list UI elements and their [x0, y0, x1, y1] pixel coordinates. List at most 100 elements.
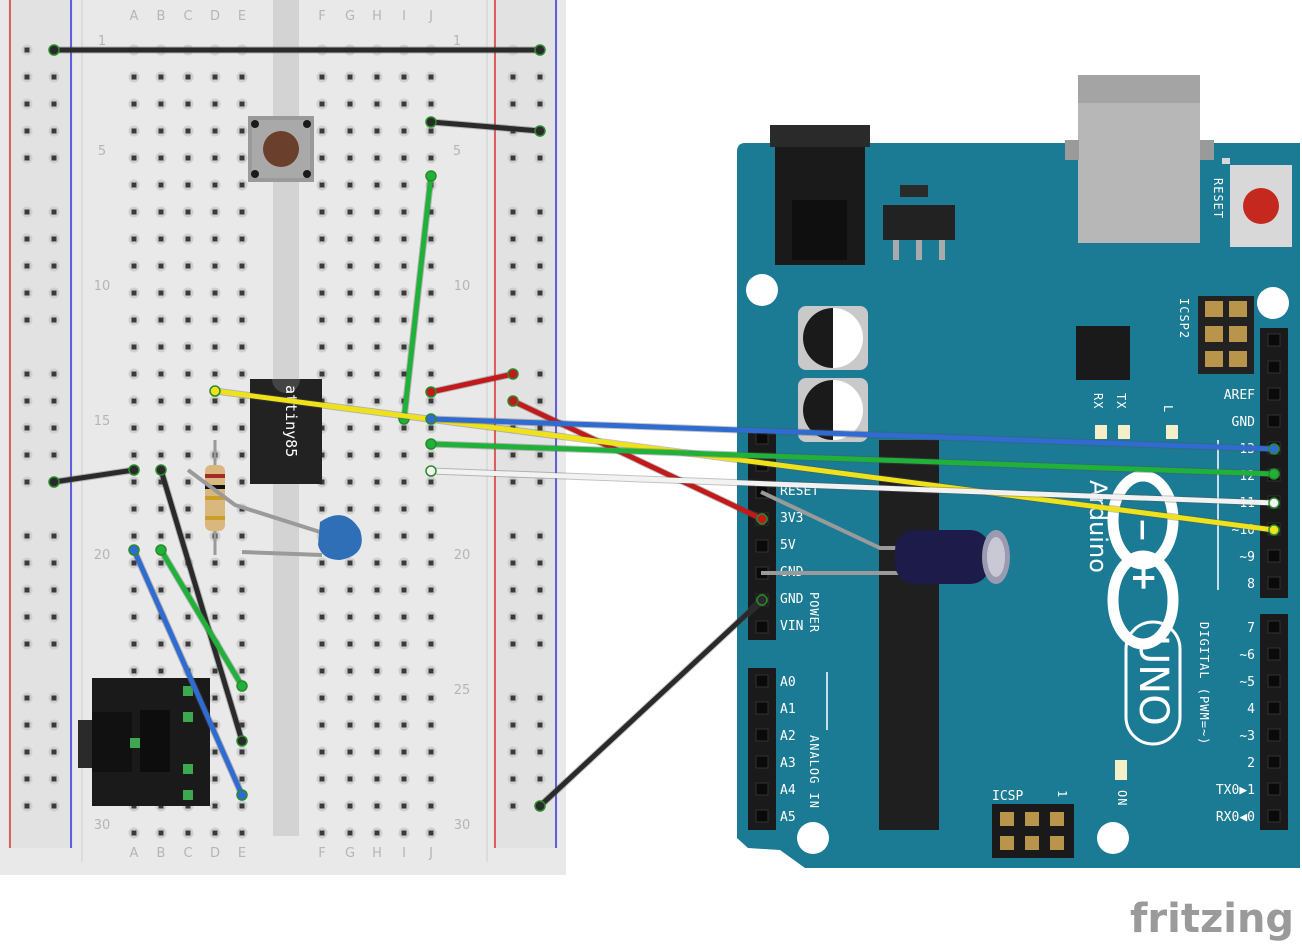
bb-hole-socket: [212, 830, 218, 836]
bb-hole-socket: [158, 182, 164, 188]
bb-hole-socket: [374, 290, 380, 296]
column-labels-bottom: A B C D E F G H I J: [130, 846, 433, 861]
bb-hole-socket: [212, 74, 218, 80]
bb-hole-socket: [347, 641, 353, 647]
wire-end: [534, 800, 546, 812]
wire-end: [534, 44, 546, 56]
icsp-pin1-label: 1: [1055, 790, 1069, 798]
col-label-g-bottom: G: [345, 846, 355, 861]
col-label-e: E: [238, 9, 246, 24]
bb-hole-socket: [131, 128, 137, 134]
bb-hole-socket: [158, 236, 164, 242]
bb-hole-socket: [319, 722, 325, 728]
bb-hole-socket: [374, 830, 380, 836]
icsp2-pin: [1205, 326, 1223, 342]
bb-hole-socket: [131, 263, 137, 269]
bb-hole-socket: [158, 425, 164, 431]
bb-hole-socket: [131, 74, 137, 80]
bb-hole-socket: [374, 533, 380, 539]
bb-hole-socket: [401, 371, 407, 377]
bb-hole-socket: [347, 803, 353, 809]
header-pin: [1267, 549, 1281, 563]
rail-hole-socket: [24, 209, 30, 215]
row-label-10-left: 10: [94, 279, 111, 294]
rail-hole-socket: [24, 74, 30, 80]
bb-hole-socket: [347, 128, 353, 134]
rail-hole-socket: [537, 749, 543, 755]
rail-hole-socket: [24, 749, 30, 755]
rail-hole-socket: [537, 209, 543, 215]
bb-hole-socket: [319, 560, 325, 566]
rail-hole-socket: [510, 614, 516, 620]
uno-word: UNO: [1130, 635, 1176, 726]
bb-hole-socket: [347, 506, 353, 512]
rail-hole-socket: [510, 533, 516, 539]
wire-end: [425, 465, 437, 477]
col-label-i-bottom: I: [402, 846, 406, 861]
row-label-10-right: 10: [454, 279, 471, 294]
row-label-25-right: 25: [454, 683, 471, 698]
rail-hole-socket: [51, 101, 57, 107]
bb-hole-socket: [212, 668, 218, 674]
bb-hole-socket: [347, 614, 353, 620]
wire-end: [534, 125, 546, 137]
pushbutton[interactable]: [248, 116, 314, 182]
rail-hole-socket: [510, 317, 516, 323]
col-label-a: A: [130, 9, 139, 24]
rail-hole-socket: [51, 425, 57, 431]
bb-hole-socket: [428, 506, 434, 512]
header-pin: [755, 809, 769, 823]
row-label-5-right: 5: [453, 144, 461, 159]
rail-hole-socket: [24, 371, 30, 377]
header-pin: [1267, 809, 1281, 823]
icsp2-pin: [1229, 351, 1247, 367]
bb-hole-socket: [212, 371, 218, 377]
rail-hole-socket: [24, 641, 30, 647]
icsp-label: ICSP: [992, 789, 1023, 804]
rail-hole-socket: [24, 776, 30, 782]
bb-hole-socket: [131, 506, 137, 512]
on-label: ON: [1115, 790, 1129, 806]
bb-hole-socket: [212, 425, 218, 431]
bb-hole-socket: [185, 479, 191, 485]
rail-hole-socket: [537, 722, 543, 728]
header-pin: [1267, 728, 1281, 742]
board-capacitor-2: [798, 378, 868, 442]
bb-hole-socket: [347, 182, 353, 188]
bb-hole-socket: [428, 614, 434, 620]
bb-hole-socket: [374, 479, 380, 485]
col-label-b: B: [157, 9, 166, 24]
bb-hole-socket: [239, 641, 245, 647]
bb-hole-socket: [131, 398, 137, 404]
wire-end: [1268, 443, 1280, 455]
bb-hole-socket: [401, 722, 407, 728]
bb-hole-socket: [428, 101, 434, 107]
rx-led: [1095, 425, 1107, 439]
bb-hole-socket: [212, 290, 218, 296]
bb-hole-socket: [319, 749, 325, 755]
bb-hole-socket: [239, 398, 245, 404]
bb-hole-socket: [374, 371, 380, 377]
bb-hole-socket: [212, 263, 218, 269]
bb-hole-socket: [319, 317, 325, 323]
col-label-b-bottom: B: [157, 846, 166, 861]
wire-end: [236, 789, 248, 801]
bb-hole-socket: [158, 344, 164, 350]
bb-hole-socket: [319, 209, 325, 215]
bb-hole-socket: [185, 101, 191, 107]
bb-hole-socket: [158, 641, 164, 647]
bb-hole-socket: [158, 506, 164, 512]
reset-button[interactable]: [1222, 158, 1292, 247]
usb-chip: [1076, 326, 1130, 380]
bb-hole-socket: [239, 182, 245, 188]
bb-hole-socket: [428, 74, 434, 80]
rail-hole-socket: [51, 560, 57, 566]
bb-hole-socket: [347, 317, 353, 323]
power-pin-label: GND: [780, 592, 804, 607]
bb-hole-socket: [239, 290, 245, 296]
bb-hole-socket: [347, 398, 353, 404]
svg-text:+: +: [1124, 564, 1164, 593]
rail-hole-socket: [51, 317, 57, 323]
bb-hole-socket: [158, 668, 164, 674]
header-pin: [755, 539, 769, 553]
